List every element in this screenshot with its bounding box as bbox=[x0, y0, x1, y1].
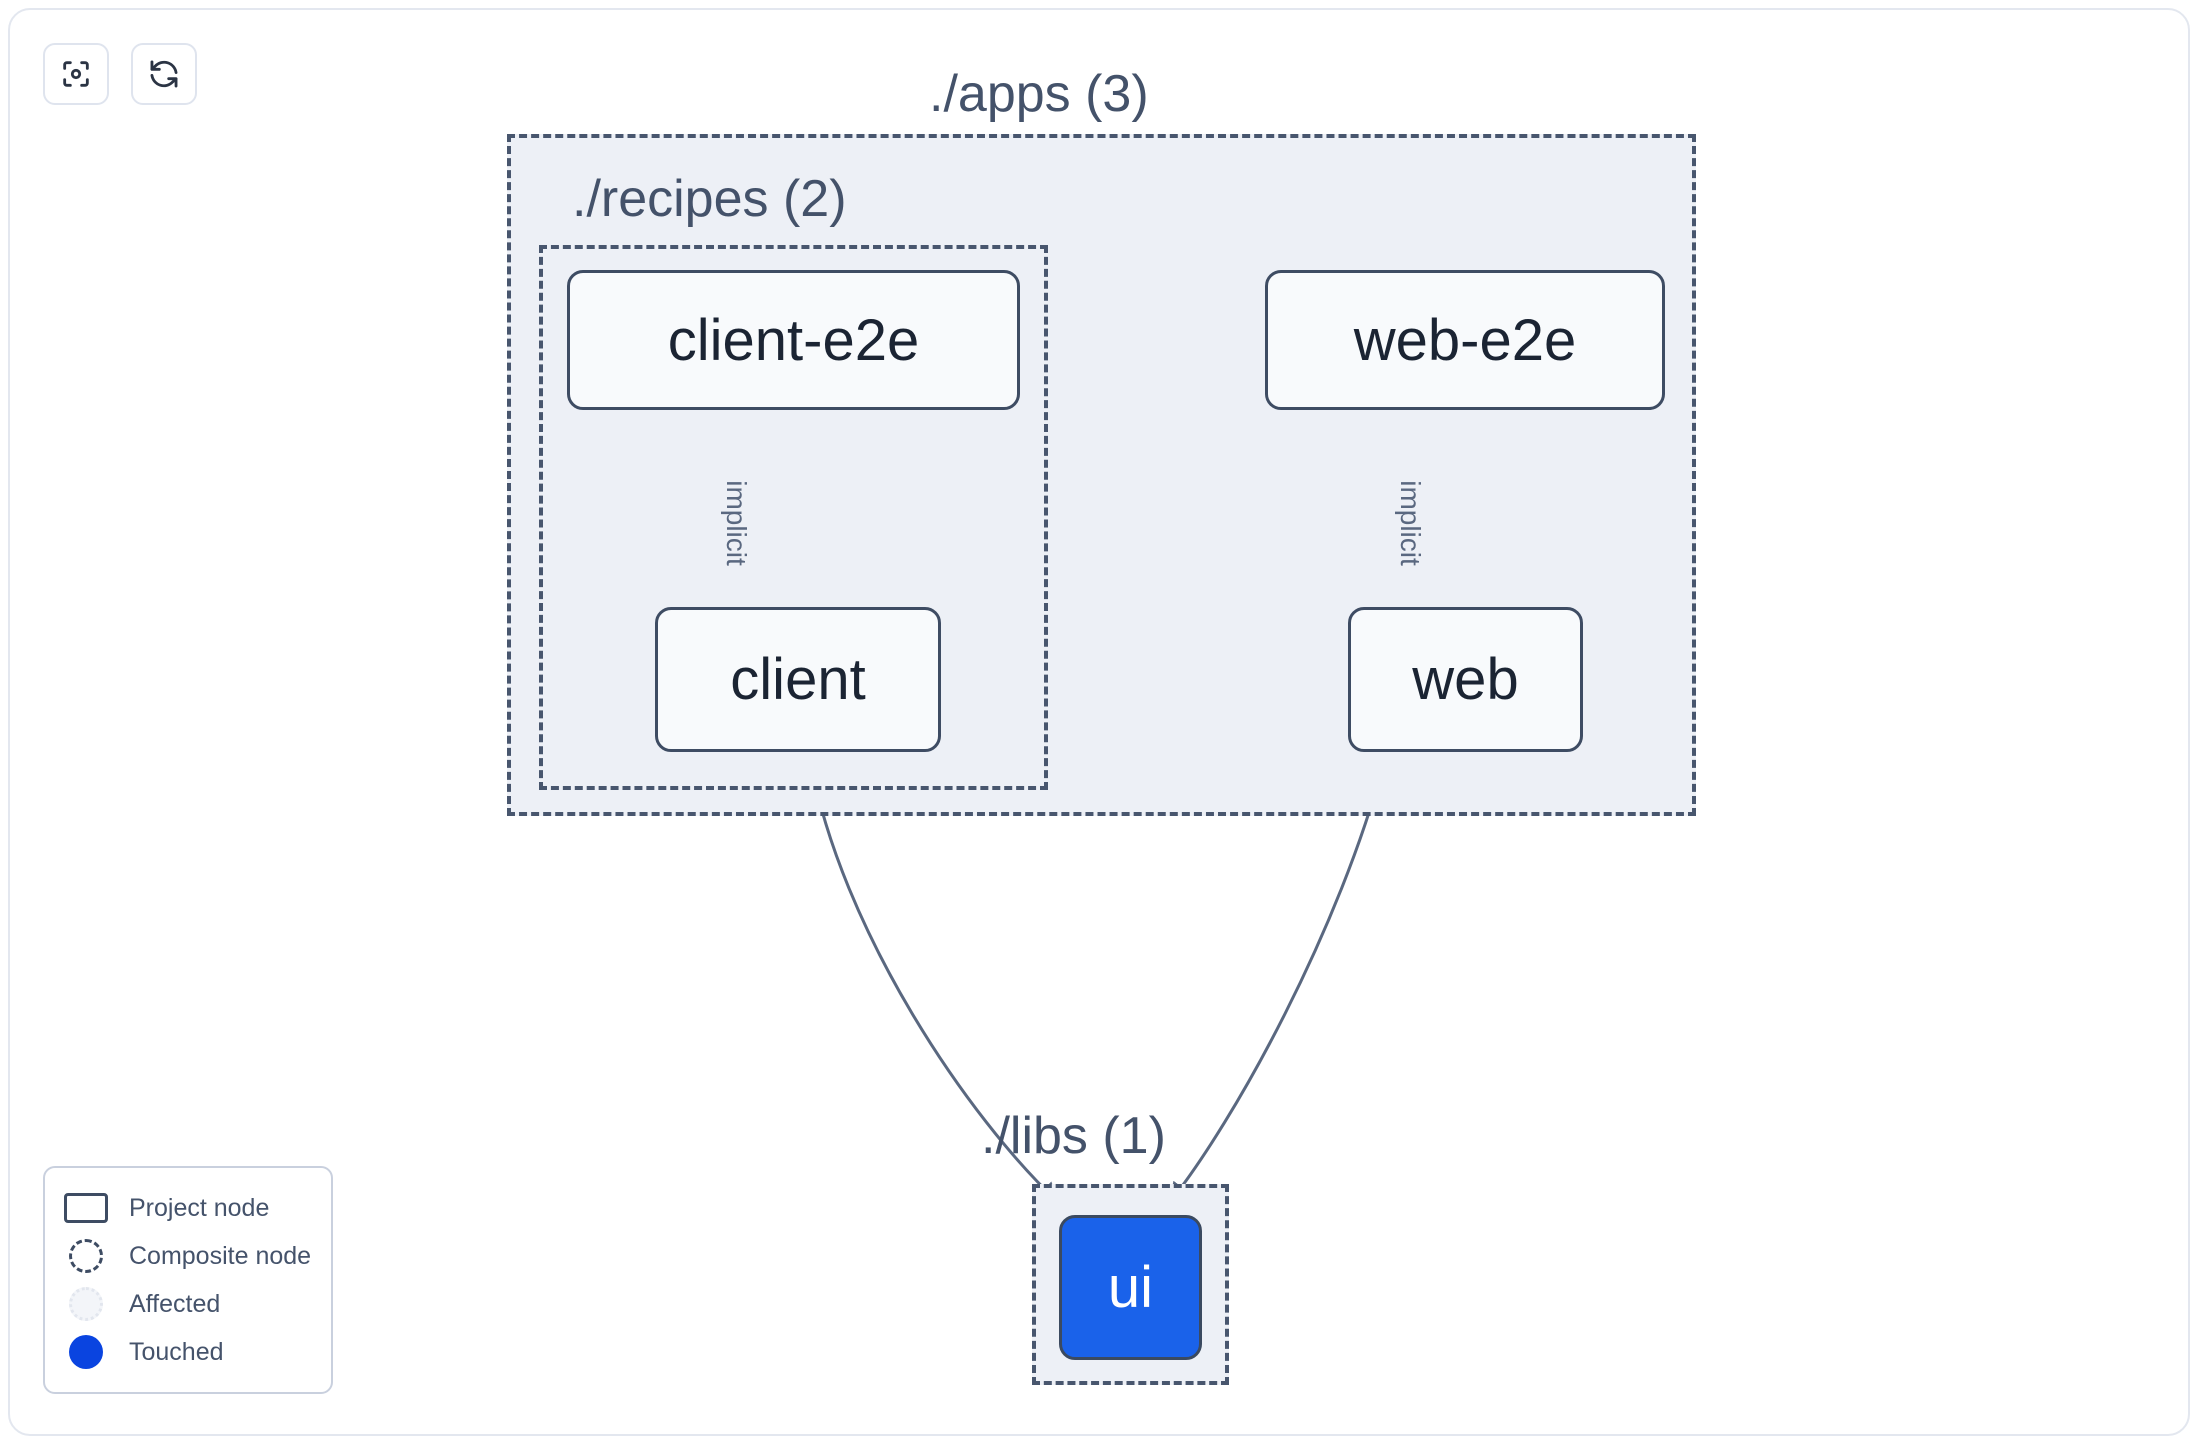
graph-canvas[interactable]: ./apps (3) ./recipes (2) ./libs (1) impl… bbox=[10, 10, 2188, 1434]
node-client[interactable]: client bbox=[655, 607, 941, 752]
legend-item-affected: Affected bbox=[63, 1280, 313, 1328]
refresh-graph-button[interactable] bbox=[131, 43, 197, 105]
group-label-apps: ./apps (3) bbox=[929, 65, 1149, 123]
project-node-swatch bbox=[63, 1192, 109, 1224]
node-web-e2e[interactable]: web-e2e bbox=[1265, 270, 1665, 410]
node-web[interactable]: web bbox=[1348, 607, 1583, 752]
affected-swatch bbox=[63, 1287, 109, 1321]
focus-scan-icon bbox=[59, 57, 93, 91]
composite-node-swatch bbox=[63, 1239, 109, 1273]
legend-label-affected: Affected bbox=[129, 1289, 221, 1318]
node-label-web: web bbox=[1412, 647, 1519, 712]
legend-label-project-node: Project node bbox=[129, 1193, 270, 1222]
touched-swatch bbox=[63, 1335, 109, 1369]
node-client-e2e[interactable]: client-e2e bbox=[567, 270, 1020, 410]
node-label-client: client bbox=[730, 647, 866, 712]
node-label-ui: ui bbox=[1107, 1255, 1154, 1320]
legend-label-touched: Touched bbox=[129, 1337, 224, 1366]
group-label-libs: ./libs (1) bbox=[981, 1107, 1166, 1165]
legend-item-composite-node: Composite node bbox=[63, 1232, 313, 1280]
node-label-client-e2e: client-e2e bbox=[667, 307, 920, 373]
refresh-icon bbox=[147, 57, 181, 91]
edge-label-web-e2e-web: implicit bbox=[1395, 480, 1426, 566]
node-label-web-e2e: web-e2e bbox=[1353, 307, 1577, 373]
group-label-recipes: ./recipes (2) bbox=[572, 170, 847, 228]
legend-label-composite-node: Composite node bbox=[129, 1241, 312, 1270]
project-graph-panel: ./apps (3) ./recipes (2) ./libs (1) impl… bbox=[8, 8, 2190, 1436]
legend-item-touched: Touched bbox=[63, 1328, 313, 1376]
node-ui[interactable]: ui bbox=[1059, 1215, 1202, 1360]
legend-item-project-node: Project node bbox=[63, 1184, 313, 1232]
graph-toolbar bbox=[43, 43, 197, 105]
focus-graph-button[interactable] bbox=[43, 43, 109, 105]
edge-label-client-e2e-client: implicit bbox=[721, 480, 752, 566]
graph-legend: Project node Composite node Affected Tou… bbox=[43, 1166, 333, 1394]
